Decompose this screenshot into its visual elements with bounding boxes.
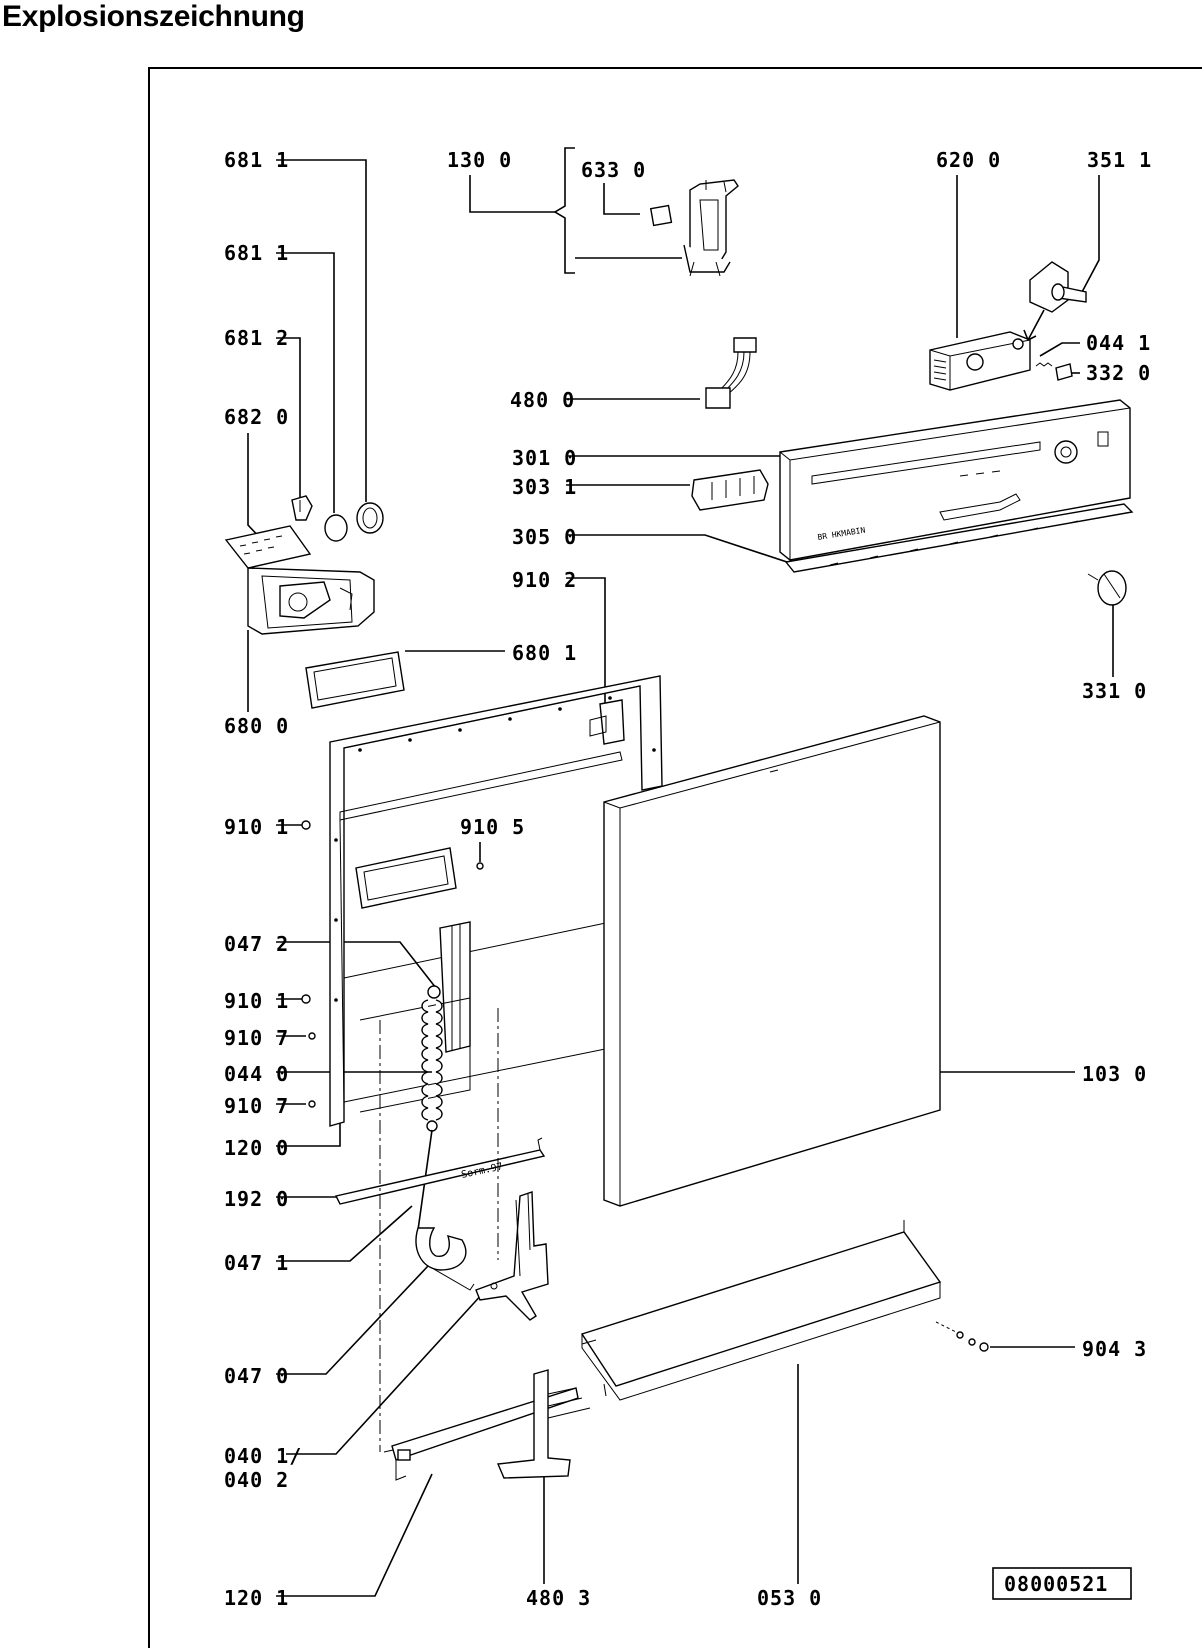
callout-047-0: 047 0 [224,1364,289,1388]
callout-620-0: 620 0 [936,148,1001,172]
callout-305-0: 305 0 [512,525,577,549]
callout-103-0: 103 0 [1082,1062,1147,1086]
callout-680-0: 680 0 [224,714,289,738]
wire-harness [705,337,757,409]
callout-120-1: 120 1 [224,1586,289,1610]
detergent-dispenser [224,495,384,635]
callout-680-1: 680 1 [512,641,577,665]
callout-910-2: 910 2 [512,568,577,592]
drawing-frame [148,67,1202,1648]
callout-040-1: 040 1/ [224,1444,302,1468]
callout-labels: 681 1 130 0 633 0 620 0 351 1 681 1 681 … [224,148,1152,1610]
page-title: Explosionszeichnung [2,0,305,33]
plinth-panel [580,1220,942,1401]
callout-910-1b: 910 1 [224,989,289,1013]
callout-910-7a: 910 7 [224,1026,289,1050]
panel-base-strip [784,503,1134,573]
door-latch-assembly [649,179,739,277]
callout-904-3: 904 3 [1082,1337,1147,1361]
hinge-bracket [475,1191,549,1321]
door-spring-assembly [415,985,475,1291]
callout-633-0: 633 0 [581,158,646,182]
callout-044-1: 044 1 [1086,331,1151,355]
callout-303-1: 303 1 [512,475,577,499]
callout-130-0: 130 0 [447,148,512,172]
drawing-number-box: 08000521 [992,1567,1132,1600]
callout-480-0: 480 0 [510,388,575,412]
timer-module [929,331,1031,391]
foot-and-kickstrip [391,1369,591,1481]
callout-910-5: 910 5 [460,815,525,839]
callout-910-1a: 910 1 [224,815,289,839]
outer-door-panel [603,715,941,1207]
callout-351-1: 351 1 [1087,148,1152,172]
door-handle [691,469,769,511]
callout-682-0: 682 0 [224,405,289,429]
callout-192-0: 192 0 [224,1187,289,1211]
callout-047-2: 047 2 [224,932,289,956]
spindle [1023,261,1087,341]
callout-331-0: 331 0 [1082,679,1147,703]
callout-910-7b: 910 7 [224,1094,289,1118]
callout-053-0: 053 0 [757,1586,822,1610]
callout-040-2: 040 2 [224,1468,289,1492]
callout-301-0: 301 0 [512,446,577,470]
control-panel: BR HKMABIN [779,399,1131,561]
dispenser-gasket [305,651,405,709]
callout-047-1: 047 1 [224,1251,289,1275]
inner-door-panel [329,675,663,1127]
callout-332-0: 332 0 [1086,361,1151,385]
callout-120-0: 120 0 [224,1136,289,1160]
callout-480-3: 480 3 [526,1586,591,1610]
screws [301,820,989,1352]
callout-044-0: 044 0 [224,1062,289,1086]
small-spring-and-pin [1035,362,1073,381]
lower-rail: Sorm.97 [334,1137,546,1205]
drawing-number: 08000521 [1004,1572,1108,1596]
selector-knob [1087,570,1127,606]
